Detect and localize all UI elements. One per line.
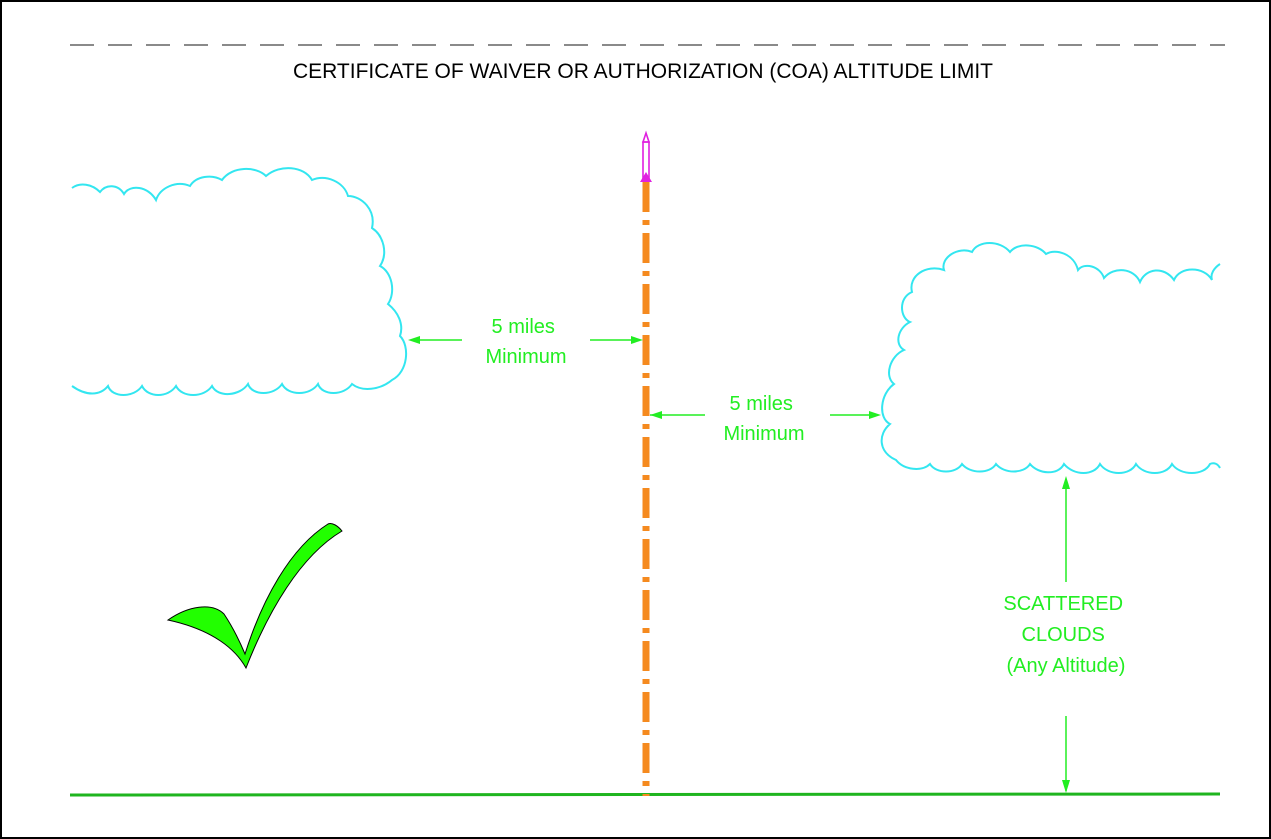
cloud-altitude-line-2: CLOUDS (1022, 624, 1105, 646)
cloud-altitude-label: SCATTERED CLOUDS (Any Altitude) (1003, 593, 1128, 677)
cloud-altitude-dimension (1062, 476, 1070, 793)
cloud-altitude-line-3: (Any Altitude) (1007, 655, 1126, 677)
right-distance-value: 5 miles (730, 393, 793, 415)
rocket-icon (640, 130, 652, 182)
left-distance-label: 5 miles Minimum (485, 316, 566, 368)
right-cloud (880, 242, 1221, 474)
left-distance-value: 5 miles (492, 316, 555, 338)
left-distance-qualifier: Minimum (485, 346, 566, 368)
left-distance-dimension (408, 336, 643, 344)
right-distance-dimension (650, 411, 881, 419)
right-distance-label: 5 miles Minimum (723, 393, 804, 445)
cloud-altitude-line-1: SCATTERED (1003, 593, 1123, 615)
checkmark-icon (166, 523, 343, 670)
diagram-title: CERTIFICATE OF WAIVER OR AUTHORIZATION (… (293, 60, 993, 83)
right-distance-qualifier: Minimum (723, 423, 804, 445)
left-cloud (71, 167, 408, 396)
